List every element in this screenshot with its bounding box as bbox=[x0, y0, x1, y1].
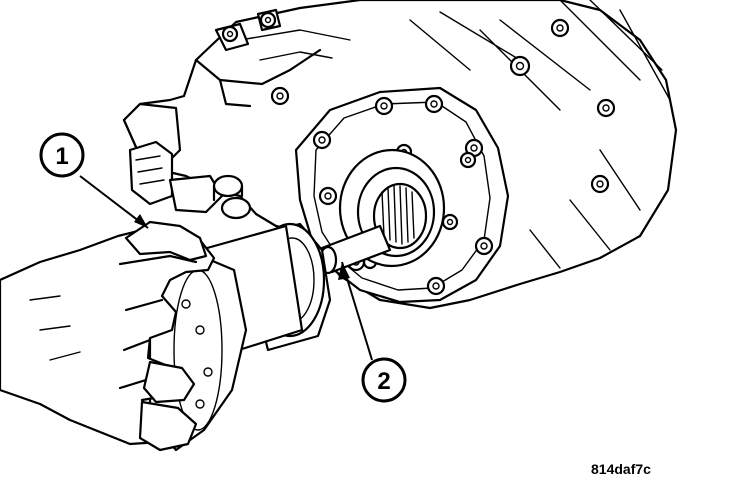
technician-hand bbox=[0, 220, 216, 452]
callout-1: 1 bbox=[39, 132, 149, 229]
callout-1-number: 1 bbox=[55, 143, 68, 170]
callout-1-circle bbox=[39, 132, 85, 178]
callout-2-arrowhead bbox=[338, 262, 350, 280]
callout-2-number: 2 bbox=[377, 368, 390, 395]
callout-2: 2 bbox=[338, 261, 407, 403]
callout-2-circle bbox=[361, 357, 407, 403]
seal-installer-tool bbox=[148, 222, 392, 452]
callout-1-arrowhead bbox=[134, 214, 148, 228]
figure-id-label: 814daf7c bbox=[591, 461, 651, 477]
